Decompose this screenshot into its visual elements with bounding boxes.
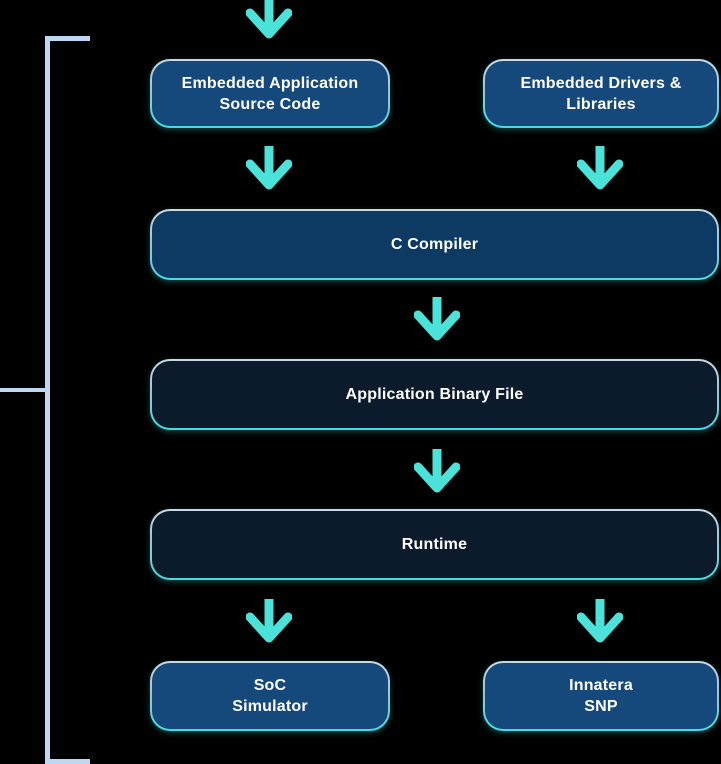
node-body: C Compiler [152, 211, 717, 278]
node-body: Innatera SNP [485, 663, 717, 729]
node-application-binary-file: Application Binary File [150, 359, 719, 430]
node-label: Embedded Application Source Code [181, 74, 359, 113]
node-runtime: Runtime [150, 509, 719, 580]
node-body: Application Binary File [152, 361, 717, 428]
node-embedded-drivers-libraries: Embedded Drivers & Libraries [483, 59, 719, 128]
node-c-compiler: C Compiler [150, 209, 719, 280]
node-body: SoC Simulator [152, 663, 388, 729]
down-arrow-icon [414, 297, 460, 341]
down-arrow-icon [577, 599, 623, 643]
node-soc-simulator: SoC Simulator [150, 661, 390, 731]
node-label: C Compiler [390, 236, 479, 253]
down-arrow-icon [246, 599, 292, 643]
down-arrow-icon [246, 146, 292, 190]
node-embedded-application-source-code: Embedded Application Source Code [150, 59, 390, 128]
node-body: Runtime [152, 511, 717, 578]
node-label: Innatera SNP [569, 677, 633, 715]
node-label: Embedded Drivers & Libraries [520, 74, 682, 113]
bracket-top-stub [45, 36, 90, 41]
node-body: Embedded Application Source Code [152, 61, 388, 126]
node-label: Runtime [401, 536, 468, 553]
node-body: Embedded Drivers & Libraries [485, 61, 717, 126]
bracket-middle-stub [0, 388, 48, 392]
bracket-bottom-stub [45, 759, 90, 764]
down-arrow-icon [246, 0, 292, 39]
down-arrow-icon [577, 146, 623, 190]
node-label: SoC Simulator [232, 677, 308, 715]
node-innatera-snp: Innatera SNP [483, 661, 719, 731]
bracket-vertical-line [45, 36, 50, 763]
down-arrow-icon [414, 449, 460, 493]
node-label: Application Binary File [345, 386, 524, 403]
